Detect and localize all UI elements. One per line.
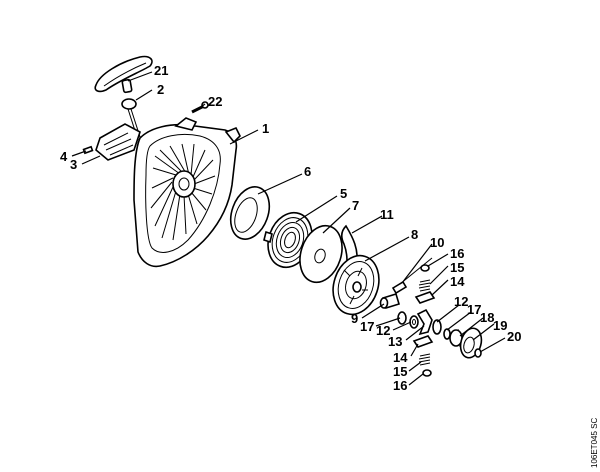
part-label-8: 8 [411,227,418,242]
part-label-12-upper: 12 [454,294,468,309]
part-label-9: 9 [351,311,358,326]
part-label-15-upper: 15 [450,260,464,275]
part-labels: 21 2 22 1 4 3 6 5 7 11 8 10 16 15 14 12 … [60,63,521,393]
spring-part-15-upper [418,279,431,292]
spring-part-15-lower [418,353,431,366]
washer-part-17-lower [397,311,407,325]
part-label-6: 6 [304,164,311,179]
part-label-7: 7 [352,198,359,213]
part-label-12-lower: 12 [376,323,390,338]
clip-part-14-upper [414,291,436,304]
part-label-14-upper: 14 [450,274,465,289]
washer-part-12-upper [432,319,442,335]
part-label-20: 20 [507,329,521,344]
leader-lines [71,71,506,386]
part-label-13: 13 [388,334,402,349]
part-label-19: 19 [493,318,507,333]
clip-part-14-lower [412,335,434,348]
part-label-21: 21 [154,63,168,78]
part-label-4: 4 [60,149,68,164]
part-label-22: 22 [208,94,222,109]
washer-part-17-upper [443,328,451,340]
pawl-part-13 [416,308,433,336]
fan-housing-part [133,117,241,268]
reference-code: 106ET045 SC [590,418,599,468]
part-label-11: 11 [380,207,394,222]
part-label-1: 1 [262,121,269,136]
washer-disc-part [299,224,343,284]
part-label-3: 3 [70,157,77,172]
part-label-15-lower: 15 [393,364,407,379]
rope-guide-part [82,123,141,161]
clip-ring-part-20 [474,348,482,358]
rope-rotor-part [332,254,380,316]
part-label-5: 5 [340,186,347,201]
screw-part-16-lower [422,369,432,377]
starter-grip-part [94,55,153,94]
pin-part-10 [391,257,433,295]
part-label-16-upper: 16 [450,246,464,261]
spring-cover-part [229,186,271,240]
part-label-17-lower: 17 [360,319,374,334]
part-label-2: 2 [157,82,164,97]
part-label-10: 10 [430,235,444,250]
screw-part-16-upper [420,264,430,272]
part-label-16-lower: 16 [393,378,407,393]
part-label-17-upper: 17 [467,302,481,317]
part-label-18: 18 [480,310,494,325]
part-label-14-lower: 14 [393,350,408,365]
washer-part-12-lower [409,315,419,329]
sleeve-part-9 [379,292,400,310]
